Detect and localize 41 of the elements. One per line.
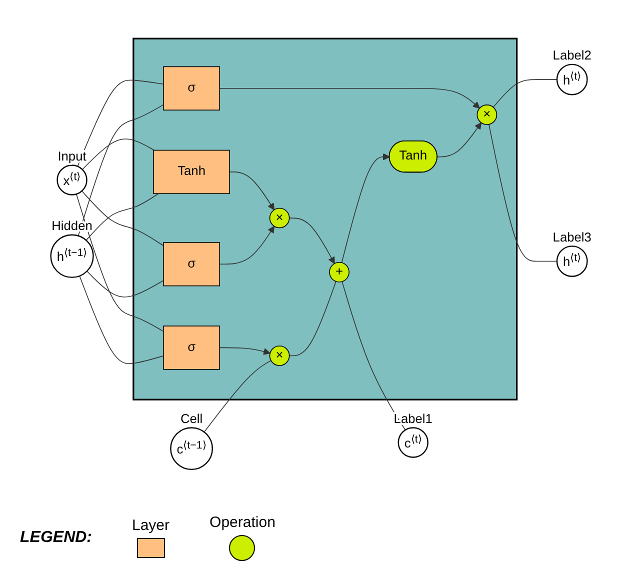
- legend-label: Operation: [210, 514, 276, 531]
- node-circle: ×: [269, 208, 290, 228]
- node-circle: h$^{⟨t⟩}$: [556, 246, 588, 277]
- node-circle: ×: [476, 104, 498, 125]
- node-circle: x$^{⟨t⟩}$: [56, 164, 88, 196]
- arrow: [341, 153, 390, 264]
- connector: [79, 276, 164, 364]
- node-circle: h$^{⟨t−1⟩}$: [50, 234, 94, 278]
- cluster: [132, 38, 518, 400]
- arrow: [219, 88, 480, 109]
- connector: [488, 124, 558, 262]
- connector: [204, 360, 272, 432]
- node-circle: ×: [269, 346, 290, 366]
- legend-label: Layer: [132, 517, 170, 534]
- node-box: σ: [163, 242, 220, 286]
- node-circle: c$^{⟨t−1⟩}$: [170, 427, 213, 470]
- node-circle: c$^{⟨t⟩}$: [398, 427, 428, 458]
- node-circle: h$^{⟨t⟩}$: [556, 64, 588, 96]
- node-caption: Label2: [552, 48, 592, 63]
- arrow: [229, 172, 275, 210]
- connector: [288, 281, 336, 356]
- connector: [86, 270, 164, 298]
- arrow: [219, 226, 275, 265]
- connector: [77, 80, 164, 167]
- arrow: [219, 347, 270, 355]
- node-circle: +: [329, 262, 350, 282]
- connector: [78, 104, 164, 236]
- connector: [82, 138, 155, 170]
- node-box: σ: [163, 326, 220, 370]
- connector: [86, 193, 159, 241]
- legend-heading: LEGEND:: [20, 528, 92, 546]
- node-caption: Cell: [180, 410, 203, 426]
- arrow: [288, 218, 335, 264]
- connector: [492, 79, 558, 108]
- connector: [81, 190, 164, 246]
- connector: [76, 194, 164, 332]
- node-caption: Label3: [552, 229, 592, 244]
- arrow: [436, 122, 482, 158]
- node-box: Tanh: [153, 150, 230, 194]
- connector: [342, 281, 406, 430]
- node-box: σ: [163, 66, 220, 110]
